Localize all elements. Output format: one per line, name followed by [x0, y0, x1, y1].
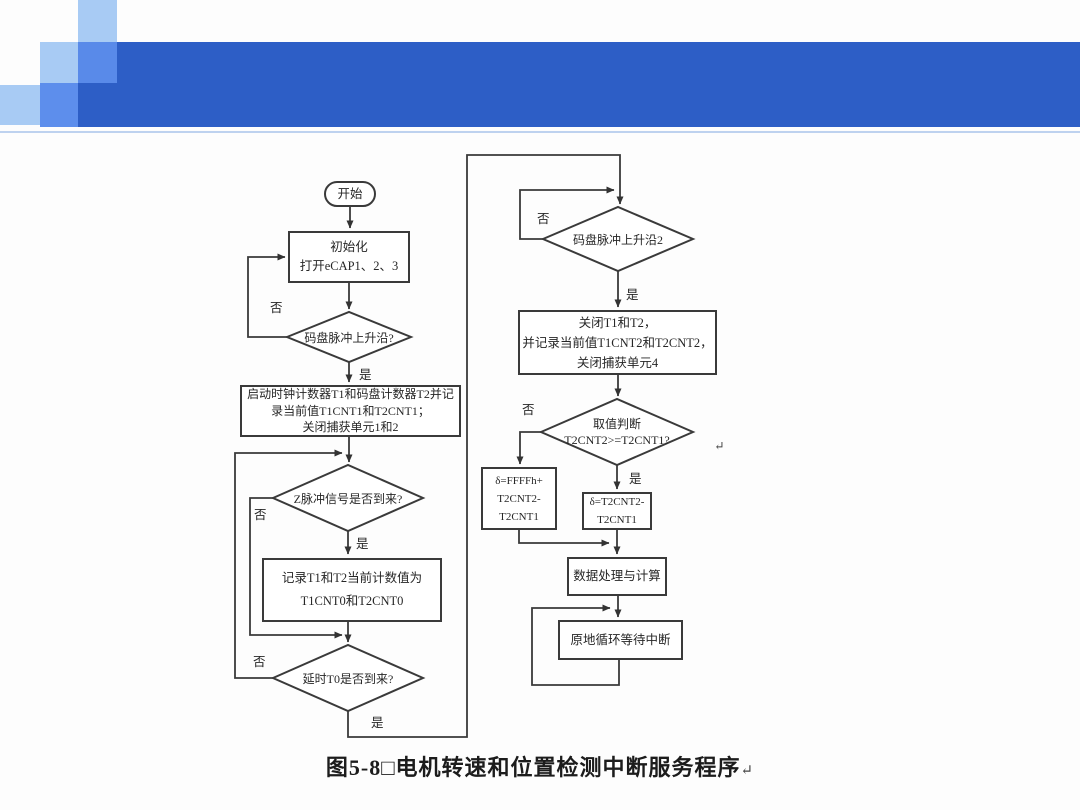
delta-wrap-line: T2CNT1	[499, 510, 539, 523]
process-delta-direct: δ=T2CNT2- T2CNT1	[582, 492, 652, 530]
start-counters-line: 录当前值T1CNT1和T2CNT1；	[271, 403, 430, 418]
header-underline	[0, 131, 1080, 133]
figure-caption: 图5-8□电机转速和位置检测中断服务程序↵	[0, 750, 1080, 782]
process-data-label: 数据处理与计算	[573, 569, 661, 583]
start-label: 开始	[337, 186, 363, 201]
figure-caption-text: 图5-8□电机转速和位置检测中断服务程序	[325, 755, 741, 780]
stop-counters-line: 关闭捕获单元4	[576, 355, 659, 370]
decision-value-check-label: 取值判断 T2CNT2>=T2CNT1?	[541, 416, 693, 448]
decision-z-pulse-label: Z脉冲信号是否到来?	[293, 492, 403, 506]
caption-return-mark: ↵	[740, 763, 755, 779]
edge-label-no: 否	[270, 301, 283, 315]
delta-direct-line: δ=T2CNT2-	[589, 496, 645, 508]
decor-square-light-bottom	[0, 85, 40, 125]
process-start-counters: 启动时钟计数器T1和码盘计数器T2并记 录当前值T1CNT1和T2CNT1； 关…	[240, 385, 461, 437]
return-mark: ↵	[714, 439, 725, 453]
edge-label-yes: 是	[629, 472, 642, 486]
decor-square-light-mid	[40, 42, 78, 83]
decision-encoder-edge-1-label: 码盘脉冲上升沿?	[304, 331, 394, 345]
edge-label-yes: 是	[356, 537, 369, 551]
value-check-line: T2CNT2>=T2CNT1?	[564, 433, 670, 447]
decor-square-medium-top	[78, 42, 117, 83]
process-data-calc: 数据处理与计算	[567, 557, 667, 596]
decor-square-medium-bottom	[40, 83, 78, 127]
edge-label-no: 否	[253, 655, 266, 669]
delta-wrap-line: T2CNT2-	[497, 492, 541, 505]
decision-delay-t0-shape	[270, 643, 426, 713]
edge-label-no: 否	[254, 508, 267, 522]
stop-counters-line: 关闭T1和T2，	[578, 315, 657, 330]
decision-value-check-shape	[538, 397, 696, 467]
edge-label-yes: 是	[359, 368, 372, 382]
delta-direct-line: T2CNT1	[597, 514, 637, 526]
start-counters-line: 关闭捕获单元1和2	[302, 420, 399, 435]
idle-wait-label: 原地循环等待中断	[570, 632, 671, 647]
decision-encoder-edge-1-shape	[284, 310, 414, 364]
init-line: 初始化	[330, 240, 368, 254]
edge-label-no: 否	[522, 403, 535, 417]
record-counts-line: T1CNT0和T2CNT0	[300, 594, 404, 608]
edge-label-yes: 是	[371, 716, 384, 730]
process-init: 初始化 打开eCAP1、2、3	[288, 231, 410, 283]
decor-square-light-top	[78, 0, 117, 42]
process-stop-counters: 关闭T1和T2， 并记录当前值T1CNT2和T2CNT2， 关闭捕获单元4	[518, 310, 717, 375]
init-line: 打开eCAP1、2、3	[299, 259, 399, 273]
process-delta-wrap: δ=FFFFh+ T2CNT2- T2CNT1	[481, 467, 557, 530]
decision-z-pulse-shape	[270, 463, 426, 533]
process-record-counts: 记录T1和T2当前计数值为 T1CNT0和T2CNT0	[262, 558, 442, 622]
header-bar	[78, 42, 1080, 127]
edge-label-no: 否	[537, 212, 550, 226]
value-check-line: 取值判断	[592, 417, 641, 431]
record-counts-line: 记录T1和T2当前计数值为	[281, 571, 423, 585]
decision-delay-t0-label: 延时T0是否到来?	[302, 672, 394, 686]
start-terminator: 开始	[324, 181, 376, 207]
process-idle-wait: 原地循环等待中断	[558, 620, 683, 660]
start-counters-line: 启动时钟计数器T1和码盘计数器T2并记	[247, 387, 454, 402]
decision-encoder-edge-2-shape	[540, 205, 696, 273]
stop-counters-line: 并记录当前值T1CNT2和T2CNT2，	[522, 335, 713, 350]
delta-wrap-line: δ=FFFFh+	[495, 474, 543, 487]
decision-encoder-edge-2-label: 码盘脉冲上升沿2	[572, 233, 663, 247]
edge-label-yes: 是	[626, 288, 639, 302]
